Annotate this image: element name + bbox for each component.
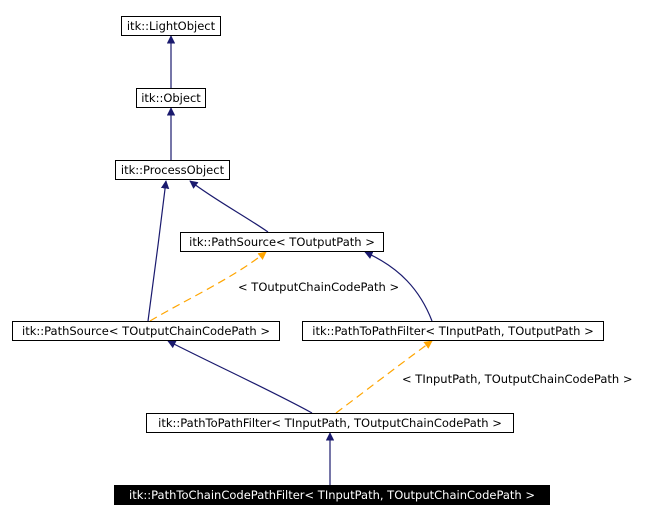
node-path-to-path-chain[interactable]: itk::PathToPathFilter< TInputPath, TOutp… [146,413,514,433]
edge-label-path-source-instantiation: < TOutputChainCodePath > [238,280,400,294]
edge-pathtopath-chain-to-pathsource-chain [167,340,313,414]
edge-label-path-to-path-instantiation: < TInputPath, TOutputChainCodePath > [402,372,633,386]
node-path-source-template[interactable]: itk::PathSource< TOutputPath > [180,232,384,252]
edge-pathtopath-template-to-pathsource [364,251,433,322]
node-light-object[interactable]: itk::LightObject [121,16,221,36]
node-path-to-path-template[interactable]: itk::PathToPathFilter< TInputPath, TOutp… [302,321,604,341]
node-path-source-chain[interactable]: itk::PathSource< TOutputChainCodePath > [12,321,280,341]
edge-pathsource-chain-to-processobject [147,180,170,322]
edge-pathsource-template-to-processobject [189,180,269,233]
node-process-object[interactable]: itk::ProcessObject [115,160,230,180]
edge-pathtopath-instantiation [335,340,433,414]
node-object[interactable]: itk::Object [136,88,206,108]
edge-pathsource-instantiation [149,251,267,322]
node-path-to-chain-code-path-filter: itk::PathToChainCodePathFilter< TInputPa… [114,485,550,505]
